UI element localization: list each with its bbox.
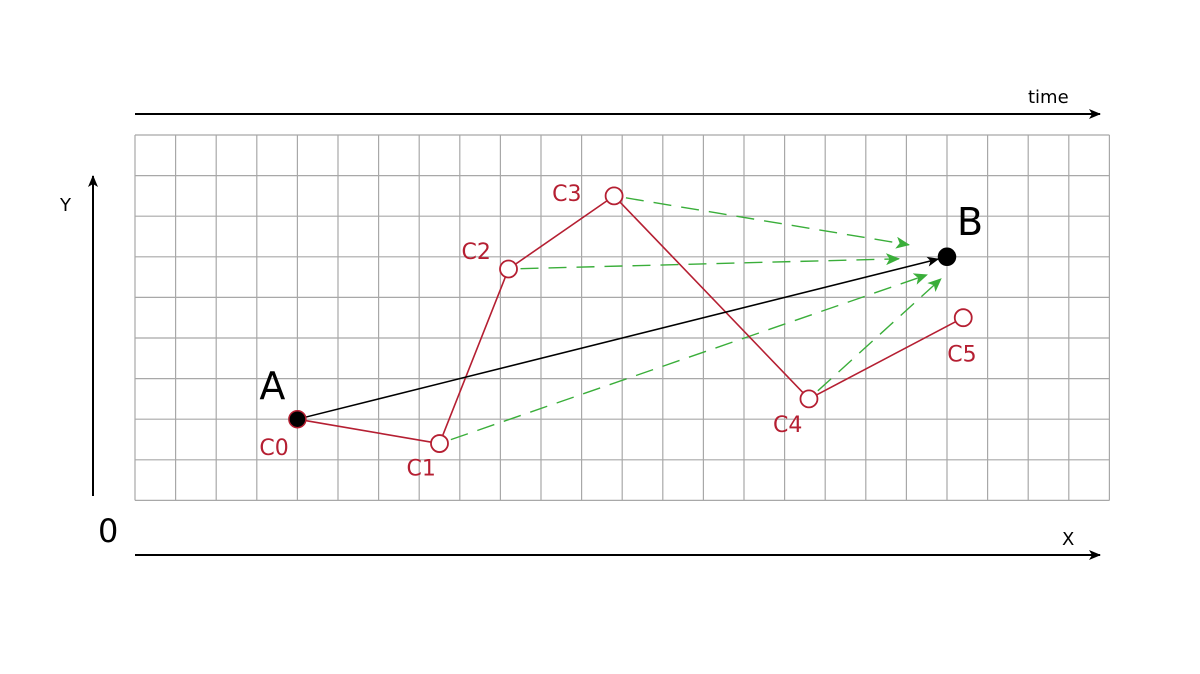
- label-endpoint-b: B: [957, 200, 983, 244]
- endpoint-b: [937, 247, 957, 267]
- label-c0: C0: [259, 436, 288, 461]
- convergence-arrow-c2: [520, 253, 900, 270]
- convergence-arrow-c3: [625, 197, 910, 249]
- node-c5: [953, 308, 973, 328]
- label-c2: C2: [462, 240, 491, 265]
- node-c1: [430, 434, 449, 453]
- label-endpoint-a: A: [259, 364, 285, 408]
- x-axis-label: X: [1062, 529, 1074, 550]
- label-c4: C4: [773, 413, 802, 438]
- origin-label: 0: [98, 512, 118, 550]
- time-axis-label: time: [1028, 87, 1069, 108]
- grid: [134, 134, 1111, 501]
- endpoint-a: [288, 409, 307, 429]
- node-c4: [799, 389, 819, 409]
- label-c5: C5: [947, 343, 976, 368]
- direct-arrow-a-to-b: [297, 256, 940, 420]
- label-c3: C3: [552, 182, 581, 207]
- node-c2: [499, 259, 518, 279]
- y-axis-label: Y: [59, 195, 72, 216]
- convergence-arrows: [450, 197, 942, 441]
- trajectory-path: [297, 194, 964, 445]
- convergence-arrow-c1: [450, 273, 928, 441]
- trajectory-polyline: [297, 194, 964, 445]
- path-nodes: [288, 186, 973, 453]
- convergence-arrow-c4: [817, 278, 942, 392]
- node-c3: [604, 186, 624, 206]
- label-c1: C1: [407, 457, 436, 482]
- direct-route: [297, 256, 940, 420]
